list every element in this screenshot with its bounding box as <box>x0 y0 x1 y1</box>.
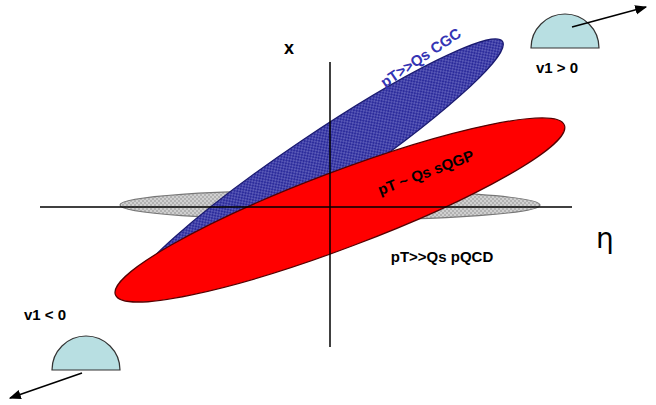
axis-label: η <box>596 222 614 255</box>
sqgp-ellipse: pT ~ Qs sQGP <box>115 118 565 302</box>
detector-dome: v1 < 0 <box>20 303 130 375</box>
x-axis <box>329 62 331 347</box>
detector-dome: v1 > 0 <box>518 6 622 82</box>
node-label: pT>>Qs pQCD <box>391 249 494 266</box>
axis-label: x <box>284 38 294 59</box>
node-label: v1 < 0 <box>24 307 66 324</box>
eta-axis <box>40 206 572 208</box>
node-label: v1 > 0 <box>536 60 578 77</box>
sqgp-ellipse-outline <box>115 118 565 302</box>
flow-arrow <box>10 373 82 398</box>
flow-arrow <box>572 7 646 27</box>
